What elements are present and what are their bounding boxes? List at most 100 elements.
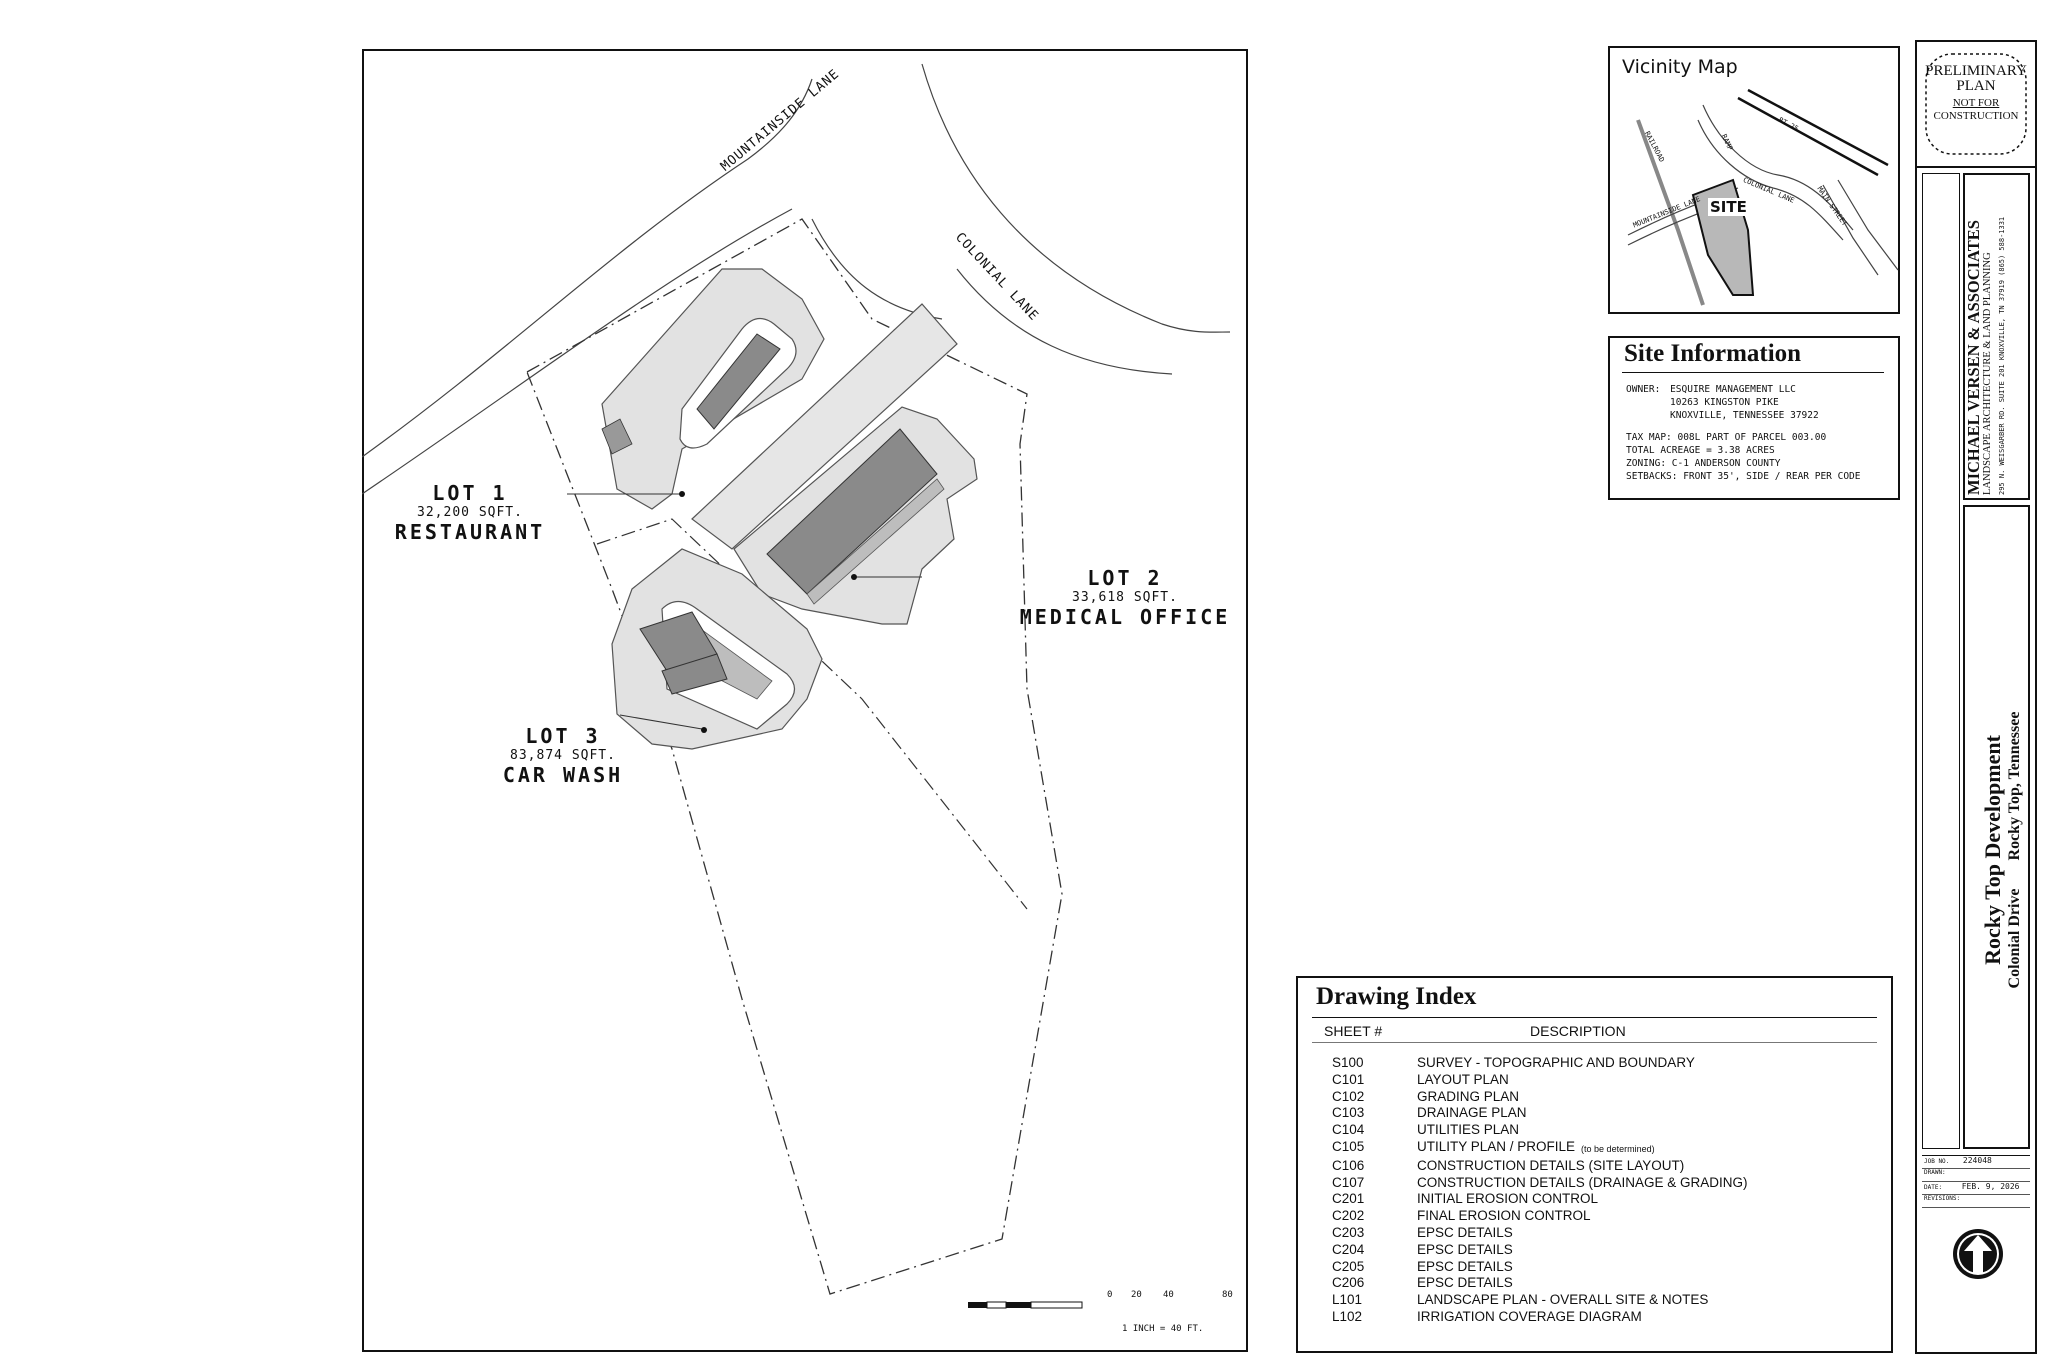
sheet-description: CONSTRUCTION DETAILS (DRAINAGE & GRADING… xyxy=(1417,1174,1748,1190)
drawing-index-panel xyxy=(1296,976,1893,1353)
sheet-description: IRRIGATION COVERAGE DIAGRAM xyxy=(1417,1308,1642,1324)
site-information-body: OWNER: ESQUIRE MANAGEMENT LLC 10263 KING… xyxy=(1626,383,1861,483)
sheet-description: DRAINAGE PLAN xyxy=(1417,1105,1527,1121)
north-arrow-icon xyxy=(1953,1229,2003,1279)
vicinity-map-title: Vicinity Map xyxy=(1622,56,1738,78)
stamp-line-4: CONSTRUCTION xyxy=(1933,110,2019,122)
firm-name: MICHAEL VERSEN & ASSOCIATES xyxy=(1964,220,1983,495)
lot-3-label: LOT 3 83,874 SQFT. CAR WASH xyxy=(483,724,643,787)
sheet-number: L102 xyxy=(1332,1308,1363,1324)
sheet-number: C203 xyxy=(1332,1224,1365,1240)
project-name: Rocky Top Development xyxy=(1980,735,2005,965)
scale-tick-20: 20 xyxy=(1131,1290,1142,1300)
sheet-description: EPSC DETAILS xyxy=(1417,1275,1513,1291)
lot-2-label: LOT 2 33,618 SQFT. MEDICAL OFFICE xyxy=(1010,566,1240,629)
index-row: C105 UTILITY PLAN / PROFILE (to be determi… xyxy=(1305,1139,1885,1158)
sheet-number: S100 xyxy=(1332,1055,1364,1070)
vicinity-site-label: SITE xyxy=(1708,198,1749,216)
scale-bar-segment xyxy=(968,1302,987,1308)
sheet-description: LAYOUT PLAN xyxy=(1417,1071,1509,1087)
project-box xyxy=(1963,505,2030,1149)
sheet-number: C107 xyxy=(1332,1174,1365,1190)
lot-2-area: 33,618 SQFT. xyxy=(1072,590,1178,605)
lot-1-title: LOT 1 xyxy=(432,481,508,505)
job-fields: JOB NO. 224048 DRAWN: DATE: FEB. 9, 2026… xyxy=(1922,1155,2030,1208)
index-row: L102 IRRIGATION COVERAGE DIAGRAM xyxy=(1305,1309,1885,1326)
drawn-label: DRAWN: xyxy=(1924,1169,1946,1176)
sheet-description: SURVEY - TOPOGRAPHIC AND BOUNDARY xyxy=(1417,1055,1695,1070)
vicinity-map-drawing xyxy=(1627,88,1899,306)
stamp-line-2: PLAN xyxy=(1956,78,1996,94)
lot-1-use: RESTAURANT xyxy=(394,520,546,544)
index-row: C206 EPSC DETAILS xyxy=(1305,1275,1885,1292)
date-value: FEB. 9, 2026 xyxy=(1961,1182,2020,1191)
job-number-value: 224048 xyxy=(1962,1156,1992,1165)
sheet-description: INITIAL EROSION CONTROL xyxy=(1417,1191,1599,1207)
sheet-number: C206 xyxy=(1332,1275,1365,1291)
index-row: C101 LAYOUT PLAN xyxy=(1305,1072,1885,1089)
drawn-row: DRAWN: xyxy=(1922,1169,2030,1182)
drawing-index-list: S100 SURVEY - TOPOGRAPHIC AND BOUNDARY C1… xyxy=(1305,1055,1885,1326)
stamp-line-1: PRELIMINARY xyxy=(1925,63,2027,79)
sheet-number: C204 xyxy=(1332,1241,1365,1257)
site-information-panel xyxy=(1608,336,1900,500)
total-acreage: TOTAL ACREAGE = 3.38 ACRES xyxy=(1626,445,1775,456)
tax-map: TAX MAP: 008L PART OF PARCEL 003.00 xyxy=(1626,432,1827,443)
sheet-number: C205 xyxy=(1332,1258,1365,1274)
sheet-number: C202 xyxy=(1332,1208,1365,1224)
title-block-frame xyxy=(1915,40,2037,1354)
lot-1-label: LOT 1 32,200 SQFT. RESTAURANT xyxy=(390,481,550,544)
drawing-index-header: SHEET # DESCRIPTION xyxy=(1324,1023,1626,1039)
date-row: DATE: FEB. 9, 2026 xyxy=(1922,1182,2030,1195)
index-row: C104 UTILITIES PLAN xyxy=(1305,1122,1885,1139)
sheet-number: C102 xyxy=(1332,1088,1365,1104)
firm-subtitle: LANDSCAPE ARCHITECTURE & LAND PLANNING xyxy=(1982,252,1993,495)
project-city: Rocky Top, Tennessee xyxy=(2006,711,2023,861)
index-row: C103 DRAINAGE PLAN xyxy=(1305,1105,1885,1122)
zoning: ZONING: C-1 ANDERSON COUNTY xyxy=(1626,458,1781,469)
drawing-index-rule xyxy=(1312,1017,1877,1018)
sheet-number: C104 xyxy=(1332,1122,1365,1138)
firm-box xyxy=(1963,173,2030,500)
owner-address-2: KNOXVILLE, TENNESSEE 37922 xyxy=(1670,410,1819,421)
stamp-scalloped-border xyxy=(1925,53,2027,155)
project-street: Colonial Drive xyxy=(2006,888,2023,989)
sheet-note: (to be determined) xyxy=(1581,1143,1655,1154)
sheet-column-header: SHEET # xyxy=(1324,1023,1383,1039)
project-text: Rocky Top Development Colonial Drive Roc… xyxy=(1980,695,2024,1005)
sheet-description: EPSC DETAILS xyxy=(1417,1241,1513,1257)
sheet-number: C105 xyxy=(1332,1138,1365,1154)
scale-tick-40: 40 xyxy=(1163,1290,1174,1300)
index-row: C107 CONSTRUCTION DETAILS (DRAINAGE & GRA… xyxy=(1305,1175,1885,1192)
job-number-label: JOB NO. xyxy=(1924,1158,1950,1165)
drawing-index-title: Drawing Index xyxy=(1316,983,1477,1010)
job-number-row: JOB NO. 224048 xyxy=(1922,1156,2030,1169)
sheet-number: C103 xyxy=(1332,1105,1365,1121)
owner-label: OWNER: xyxy=(1626,384,1661,395)
lot-1-area: 32,200 SQFT. xyxy=(417,505,523,520)
site-plan-frame xyxy=(362,49,1248,1352)
scale-tick-80: 80 xyxy=(1222,1290,1233,1300)
index-row: C204 EPSC DETAILS xyxy=(1305,1242,1885,1259)
firm-address: 295 N. WEISGARBER RD. SUITE 201 KNOXVILL… xyxy=(1998,216,2006,495)
sheet-description: UTILITY PLAN / PROFILE xyxy=(1417,1138,1576,1154)
project-location: Colonial Drive Rocky Top, Tennessee xyxy=(2006,695,2024,1005)
scale-tick-0: 0 xyxy=(1107,1290,1113,1300)
sheet-description: CONSTRUCTION DETAILS (SITE LAYOUT) xyxy=(1417,1157,1685,1173)
sheet-description: LANDSCAPE PLAN - OVERALL SITE & NOTES xyxy=(1417,1292,1709,1308)
setbacks: SETBACKS: FRONT 35', SIDE / REAR PER COD… xyxy=(1626,471,1861,482)
sheet-number: L101 xyxy=(1332,1292,1363,1308)
date-label: DATE: xyxy=(1924,1184,1943,1191)
stamp-text: PRELIMINARY PLAN NOT FOR CONSTRUCTION xyxy=(1920,64,2032,123)
revisions-row: REVISIONS: xyxy=(1922,1195,2030,1208)
sheet-description: FINAL EROSION CONTROL xyxy=(1417,1208,1591,1224)
owner-name: ESQUIRE MANAGEMENT LLC xyxy=(1670,384,1796,395)
sheet-description: UTILITIES PLAN xyxy=(1417,1122,1520,1138)
revisions-label: REVISIONS: xyxy=(1924,1195,1961,1202)
sheet-number: C101 xyxy=(1332,1071,1365,1087)
